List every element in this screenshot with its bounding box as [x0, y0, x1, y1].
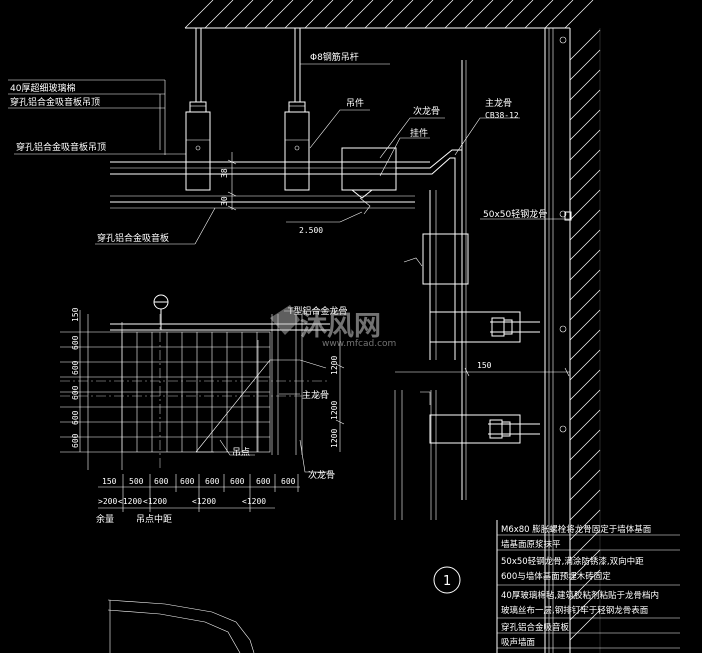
plan-vertical-dims: 150 600 600 600 600 600: [71, 307, 81, 452]
dim-150-right: 150: [395, 361, 570, 377]
watermark-url: www.mfcad.com: [322, 339, 396, 349]
hanger-rod-left: [185, 28, 211, 191]
ceiling-layers: [110, 161, 430, 209]
dim-text: 150: [102, 477, 117, 486]
hanger-rod-right: [284, 28, 310, 191]
left-label-block: 40厚超细玻璃棉 穿孔铝合金吸音板吊顶 穿孔铝合金吸音板吊顶 穿孔铝合金吸音板: [8, 79, 216, 245]
legend-line: 墙基面原浆抹平: [501, 539, 561, 550]
dim-text: <1200: [242, 497, 266, 506]
wall-anchor-marker: [559, 425, 567, 433]
label-plan-main-keel: 主龙骨: [302, 389, 329, 401]
dim-text: 600: [71, 335, 80, 350]
dim-text: 600: [256, 477, 271, 486]
ceiling-plan-grid: [60, 314, 330, 470]
label-main-keel-spec: CB38-12: [485, 111, 519, 120]
dim-text: 600: [71, 385, 80, 400]
dim-text: <1200: [143, 497, 167, 506]
legend-line: 50x50轻钢龙骨,满涂防锈漆,双向中距: [501, 556, 644, 567]
adjacent-fragment: [107, 599, 255, 653]
legend-line: 穿孔铝合金吸音板: [501, 622, 570, 633]
dim-text: 2.500: [299, 226, 323, 235]
dim-text: 1200: [330, 356, 339, 375]
label-pendant: 挂件: [410, 127, 428, 139]
dim-text: 600: [71, 410, 80, 425]
wall-anchor-marker: [559, 210, 567, 218]
legend-line: M6x80 膨胀螺栓将龙骨固定于墙体基面: [501, 524, 652, 535]
dim-text: 150: [71, 307, 80, 322]
legend-line: 40厚玻璃棉毡,建筑胶粘剂粘贴于龙骨档内: [501, 590, 659, 601]
watermark-logo-icon: [270, 305, 300, 335]
label-ceiling-top: 穿孔铝合金吸音板吊顶: [10, 96, 100, 108]
label-hanger: 吊件: [346, 97, 364, 109]
concrete-slab-hatch: [184, 0, 594, 29]
dim-text: <1200: [192, 497, 216, 506]
wall-side-keel: [394, 28, 554, 653]
detail-number-marker: 1: [433, 566, 461, 594]
expansion-bolt-lower: [420, 391, 540, 444]
concrete-wall-hatch: [569, 28, 601, 653]
wall-anchor-marker: [559, 325, 567, 333]
label-hang-point: 吊点: [232, 447, 250, 458]
dim-text: 30: [220, 196, 229, 206]
dim-text: 600: [154, 477, 169, 486]
label-hang-spacing: 吊点中距: [136, 513, 172, 525]
plan-labels: T型铝合金龙骨 主龙骨 吊点 次龙骨: [195, 305, 348, 481]
label-margin: 余量: [96, 513, 114, 525]
label-glasswool: 40厚超细玻璃棉: [10, 82, 75, 94]
plan-bottom-dims: 150 500 600 600 600 600 600 600 >200 <12…: [96, 474, 300, 525]
watermark-brand: 沐风网: [300, 311, 381, 342]
dim-text: 600: [205, 477, 220, 486]
section-cut-marker: [153, 294, 169, 330]
dim-text: <1200: [118, 497, 142, 506]
label-steel-keel: 50x50轻钢龙骨: [483, 208, 547, 220]
plan-right-dims: 1200 1200 1200: [330, 330, 345, 452]
dim-38-30: 38 30: [220, 152, 237, 211]
label-t-keel: T型铝合金龙骨: [287, 305, 348, 317]
label-secondary-keel: 次龙骨: [413, 105, 440, 117]
legend-line: 600与墙体基面预埋木砖固定: [501, 571, 611, 582]
dim-text: 600: [71, 360, 80, 375]
dim-2500: 2.500: [286, 211, 363, 235]
detail-number: 1: [443, 574, 451, 589]
legend-line: 吸声墙面: [501, 637, 536, 648]
dim-text: >200: [98, 497, 117, 506]
dim-text: 600: [71, 433, 80, 448]
dim-text: 600: [281, 477, 296, 486]
dim-text: 600: [230, 477, 245, 486]
label-rod: Φ8钢筋吊杆: [310, 51, 359, 63]
dim-text: 150: [477, 361, 492, 370]
dim-text: 600: [180, 477, 195, 486]
wall-anchor-marker: [559, 36, 567, 44]
dim-text: 500: [129, 477, 144, 486]
dim-text: 1200: [330, 429, 339, 448]
legend-table: M6x80 膨胀螺栓将龙骨固定于墙体基面 墙基面原浆抹平 50x50轻钢龙骨,满…: [496, 520, 680, 653]
legend-line: 玻璃丝布一层,钢排钉牢于轻钢龙骨表面: [501, 605, 649, 616]
expansion-bolt-upper: [429, 211, 572, 343]
top-labels: Φ8钢筋吊杆 吊件 次龙骨 主龙骨 CB38-12 挂件 50x50轻钢龙骨: [300, 51, 570, 220]
label-plan-secondary-keel: 次龙骨: [308, 469, 335, 481]
label-main-keel: 主龙骨: [485, 97, 512, 109]
watermark: 沐风网 www.mfcad.com: [270, 305, 396, 349]
dim-text: 1200: [330, 401, 339, 420]
label-ceiling-mid: 穿孔铝合金吸音板吊顶: [16, 141, 106, 153]
dim-text: 38: [220, 168, 229, 178]
label-panel: 穿孔铝合金吸音板: [97, 232, 169, 244]
